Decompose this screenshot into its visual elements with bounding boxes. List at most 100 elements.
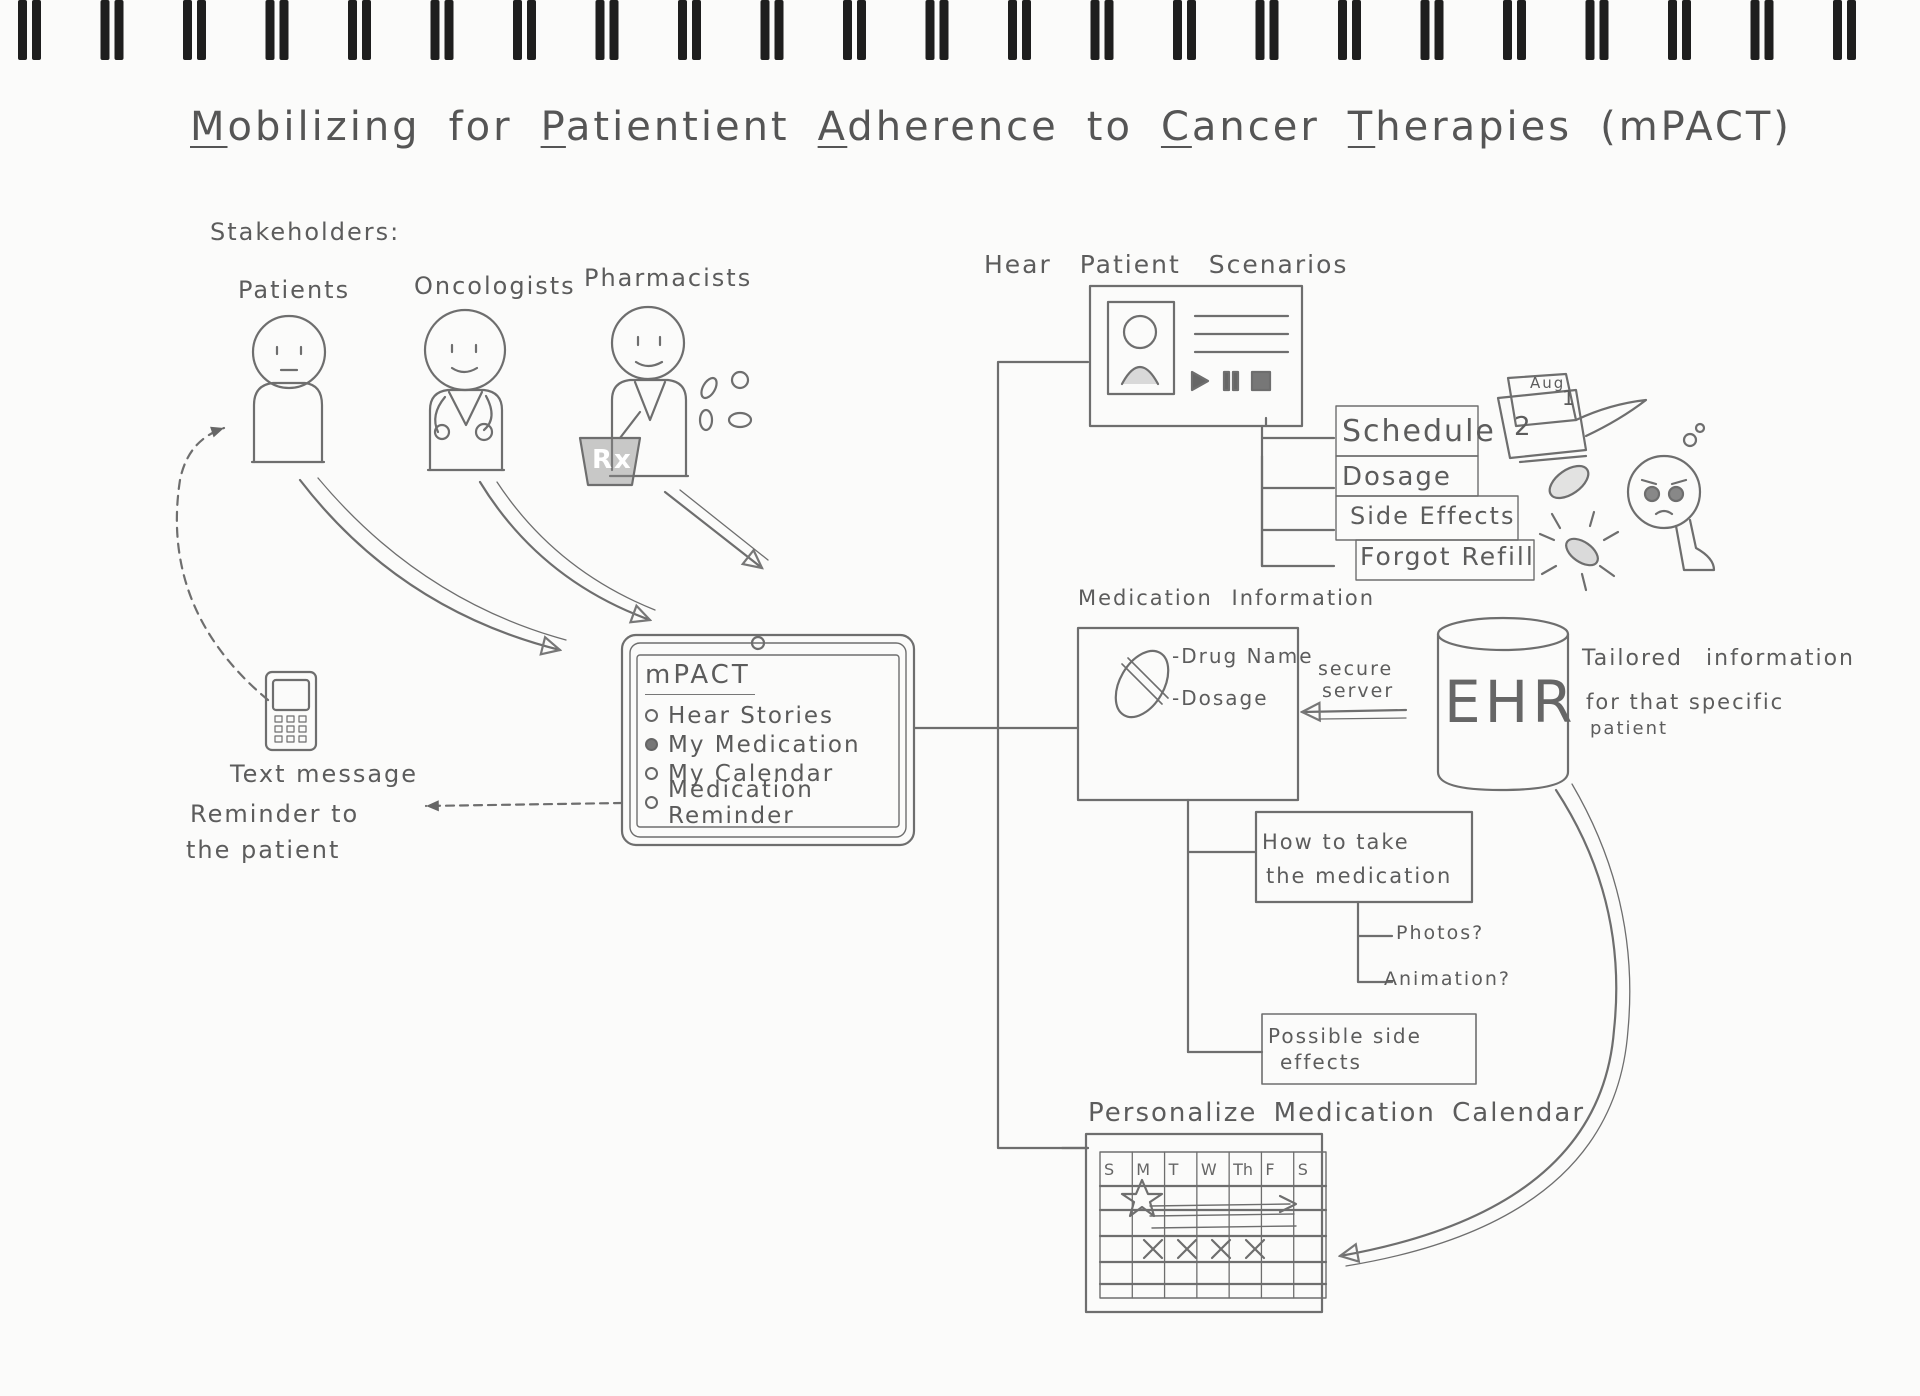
animation-label: Animation? [1384, 968, 1511, 990]
radio-icon[interactable] [645, 796, 658, 809]
calendar-day-header: M [1136, 1160, 1151, 1179]
oncologist-figure [423, 308, 507, 472]
menu-item-label: Medication Reminder [668, 776, 814, 829]
binding-ring [18, 0, 27, 60]
calendar-heading: Personalize Medication Calendar [1088, 1098, 1586, 1128]
calendar-day-header: S [1297, 1160, 1308, 1179]
menu-item-label: Hear Stories [668, 702, 834, 729]
medication-calendar-grid [1084, 1132, 1328, 1314]
pill-icon [1548, 464, 1590, 500]
reminder-line3: the patient [186, 836, 341, 864]
binding-ring [265, 0, 275, 60]
menu-item[interactable]: Hear Stories [645, 701, 895, 730]
title-word: Adherence [817, 104, 1059, 150]
calendar-day-header: Th [1233, 1160, 1254, 1179]
title-word: (mPACT) [1600, 104, 1792, 150]
side-effects-line2: effects [1280, 1050, 1362, 1074]
binding-ring [1022, 0, 1031, 60]
calendar-day-header: W [1200, 1160, 1217, 1179]
ehr-database-icon [1436, 616, 1570, 792]
phone-key [274, 725, 283, 733]
binding-ring [692, 0, 701, 60]
binding-ring [1668, 0, 1677, 60]
binding-ring [362, 0, 371, 60]
medication-heading: Medication Information [1078, 586, 1376, 610]
how-to-line2: the medication [1266, 864, 1453, 888]
binding-ring [1173, 0, 1182, 60]
menu-item[interactable]: Medication Reminder [645, 777, 895, 829]
photos-label: Photos? [1396, 922, 1485, 944]
binding-ring [1090, 0, 1100, 60]
binding-ring [857, 0, 866, 60]
stakeholders-heading: Stakeholders: [210, 218, 401, 246]
binding-ring [1255, 0, 1265, 60]
ehr-note-line2: for that specific [1586, 690, 1785, 714]
forgotten-pill-icon [1538, 510, 1620, 592]
binding-ring [1682, 0, 1691, 60]
rx-label: Rx [592, 445, 633, 475]
worried-person-icon [1626, 422, 1716, 572]
binding-ring [1503, 0, 1512, 60]
scenario-item: Side Effects [1350, 502, 1516, 530]
menu-item[interactable]: My Calendar [645, 759, 895, 788]
binding-ring [1847, 0, 1856, 60]
binding-ring [1104, 0, 1114, 60]
calendar-month-label: Aug [1530, 374, 1566, 392]
binding-ring [197, 0, 206, 60]
scenario-card [1088, 284, 1304, 428]
app-title: mPACT [645, 660, 751, 690]
radio-icon[interactable] [645, 767, 658, 780]
patients-label: Patients [238, 276, 351, 304]
binding-ring [1338, 0, 1347, 60]
scenario-item: Dosage [1342, 462, 1452, 492]
reminder-line1: Text message [230, 760, 419, 788]
binding-ring [1269, 0, 1279, 60]
menu-item[interactable]: My Medication [645, 730, 895, 759]
binding-ring [1585, 0, 1595, 60]
binding-ring [1764, 0, 1774, 60]
calendar-day-header: T [1168, 1160, 1179, 1179]
pharmacist-figure [578, 305, 753, 487]
binding-ring [1750, 0, 1760, 60]
ehr-note-line3: patient [1590, 718, 1669, 739]
oncologists-label: Oncologists [414, 272, 576, 300]
menu-item-label: My Medication [668, 731, 861, 758]
radio-icon[interactable] [645, 738, 658, 751]
desk-calendar-icon [1496, 372, 1648, 464]
calendar-day2-label: 2 [1514, 412, 1533, 442]
calendar-day-label: 1 [1562, 386, 1577, 410]
patient-figure [250, 314, 327, 464]
phone-key [274, 715, 283, 723]
calendar-day-header: F [1265, 1160, 1275, 1179]
phone-key [298, 715, 307, 723]
binding-ring [32, 0, 41, 60]
binding-ring [279, 0, 289, 60]
calendar-day-header: S [1104, 1160, 1115, 1179]
drug-name-label: -Drug Name [1172, 644, 1314, 668]
title-word: Mobilizing [190, 104, 421, 150]
title-word: Cancer [1160, 104, 1320, 150]
binding-ring [925, 0, 935, 60]
binding-ring [1420, 0, 1430, 60]
side-effects-line1: Possible side [1268, 1024, 1422, 1048]
phone-key [274, 735, 283, 743]
binding-ring [1517, 0, 1526, 60]
menu-item-label: My Calendar [668, 760, 835, 787]
binding-ring [430, 0, 440, 60]
binding-ring [114, 0, 124, 60]
binding-ring [1008, 0, 1017, 60]
binding-ring [595, 0, 605, 60]
binding-ring [760, 0, 770, 60]
pharmacists-label: Pharmacists [584, 264, 753, 292]
phone-key [298, 725, 307, 733]
tablet-device [620, 633, 916, 847]
radio-icon[interactable] [645, 709, 658, 722]
spiral-binding [18, 0, 1856, 60]
ehr-note-line1: Tailored information [1582, 646, 1855, 671]
ehr-label: EHR [1444, 668, 1577, 736]
binding-ring [1352, 0, 1361, 60]
